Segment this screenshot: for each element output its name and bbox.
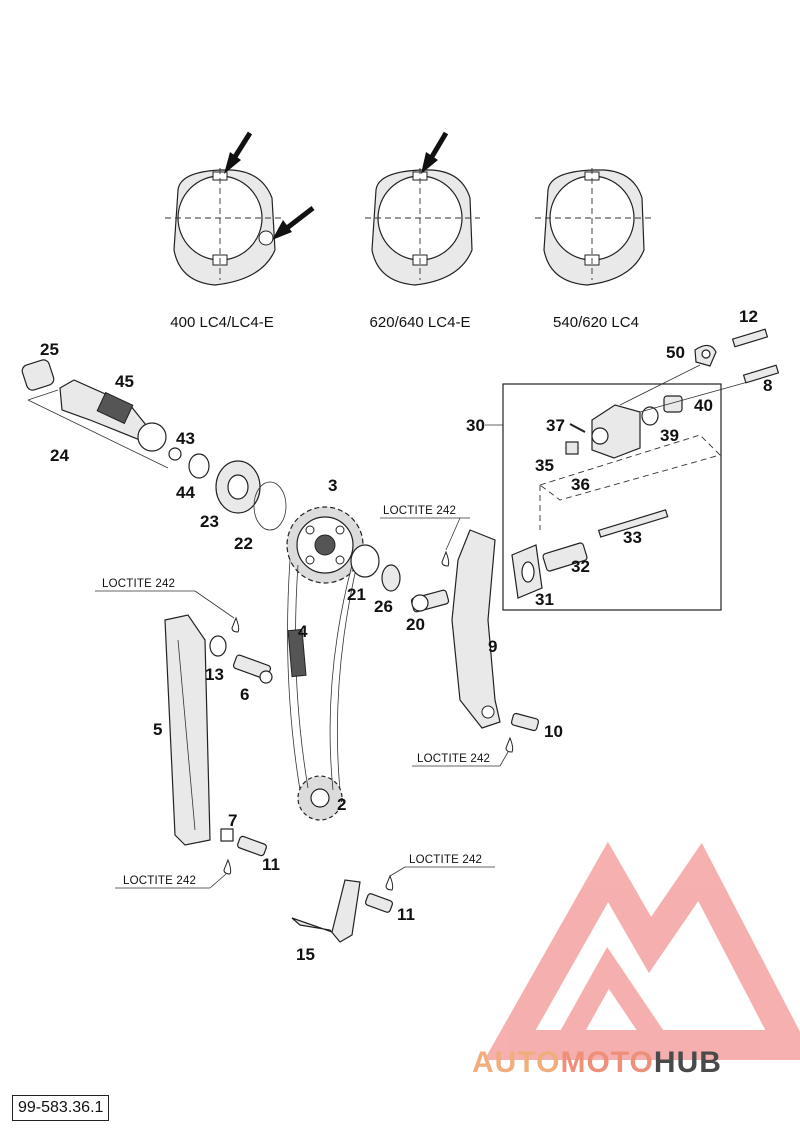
rail-bolt-10: [510, 712, 540, 732]
part-number: 33: [623, 528, 642, 547]
part-number: 5: [153, 720, 162, 739]
document-code: 99-583.36.1: [12, 1095, 110, 1121]
tensioner-box: [502, 383, 722, 611]
part-number: 36: [571, 475, 590, 494]
part-number: 22: [234, 534, 253, 553]
variant-caption-1: 400 LC4/LC4-E: [170, 314, 273, 331]
part-number: 12: [739, 307, 758, 326]
part-number: 25: [40, 340, 59, 359]
variant-caption-3: 540/620 LC4: [553, 314, 639, 331]
part-number: 50: [666, 343, 685, 362]
tensioner-rail: [451, 529, 501, 729]
clamp-50: [694, 344, 717, 367]
part-number: 15: [296, 945, 315, 964]
bolt-11b: [364, 893, 394, 913]
loctite-label: LOCTITE 242: [123, 875, 196, 887]
bolt-11: [237, 835, 267, 857]
washer-7: [220, 828, 234, 842]
part-number: 6: [240, 685, 249, 704]
loctite-label: LOCTITE 242: [417, 753, 490, 765]
part-number: 11: [397, 905, 415, 924]
spacer: [381, 564, 401, 592]
part-number: 3: [328, 476, 337, 495]
part-number-labels: 25 45 24 43 44 23 22 3 21 26 20 4 13 6 5…: [40, 307, 772, 964]
chain-guide-small: [287, 628, 307, 678]
screw-8: [742, 364, 780, 384]
brand-wordmark: AUTOMOTOHUB: [472, 1046, 722, 1080]
part-number: 20: [406, 615, 425, 634]
arrow-icon: [224, 131, 315, 240]
part-number: 35: [535, 456, 554, 475]
spring-33: [597, 509, 669, 538]
part-number: 39: [660, 426, 679, 445]
part-number: 11: [262, 855, 280, 874]
part-number: 44: [176, 483, 195, 502]
brand-part-1: AUTO: [472, 1046, 561, 1079]
variant-caption-2: 620/640 LC4-E: [370, 314, 471, 331]
loctite-label: LOCTITE 242: [383, 505, 456, 517]
loctite-label: LOCTITE 242: [102, 578, 175, 590]
lower-guide: [291, 879, 361, 943]
washer: [350, 544, 380, 578]
part-number: 31: [535, 590, 554, 609]
timing-chain: [287, 559, 359, 791]
part-number: 2: [337, 795, 346, 814]
loctite-label: LOCTITE 242: [409, 854, 482, 866]
part-number: 23: [200, 512, 219, 531]
plug-35: [565, 441, 579, 455]
part-number: 9: [488, 637, 497, 656]
part-number: 10: [544, 722, 563, 741]
part-number: 45: [115, 372, 134, 391]
part-number: 8: [763, 376, 772, 395]
part-number: 13: [205, 665, 224, 684]
part-number: 4: [298, 622, 308, 641]
variant-620-640: [365, 131, 480, 286]
sprocket-bolt: [410, 589, 450, 613]
part-number: 32: [571, 557, 590, 576]
part-number: 30: [466, 416, 485, 435]
brand-part-2: MOTO: [560, 1046, 654, 1079]
brand-part-3: HUB: [653, 1046, 722, 1079]
part-number: 43: [176, 429, 195, 448]
part-number: 37: [546, 416, 565, 435]
tensioner-body: [591, 395, 683, 459]
guide-rail: [164, 614, 211, 846]
camshaft-sprocket: [286, 506, 364, 584]
part-number: 7: [228, 811, 237, 830]
loctite-labels: LOCTITE 242 LOCTITE 242 LOCTITE 242 LOCT…: [95, 505, 509, 889]
part-number: 24: [50, 446, 69, 465]
loctite-drops: [223, 550, 514, 891]
part-number: 21: [347, 585, 366, 604]
guide-bolt-6: [232, 654, 273, 684]
plunger-32: [542, 542, 588, 572]
part-number: 26: [374, 597, 393, 616]
part-number: 40: [694, 396, 713, 415]
watermark-logo: [484, 841, 800, 1060]
washer-13: [209, 635, 227, 657]
crank-sprocket: [297, 775, 343, 821]
screw-12: [731, 328, 769, 348]
variant-540-620: [535, 168, 652, 286]
arrow-icon: [421, 131, 449, 174]
camshaft-group: [21, 359, 287, 531]
variant-400: [165, 131, 315, 286]
